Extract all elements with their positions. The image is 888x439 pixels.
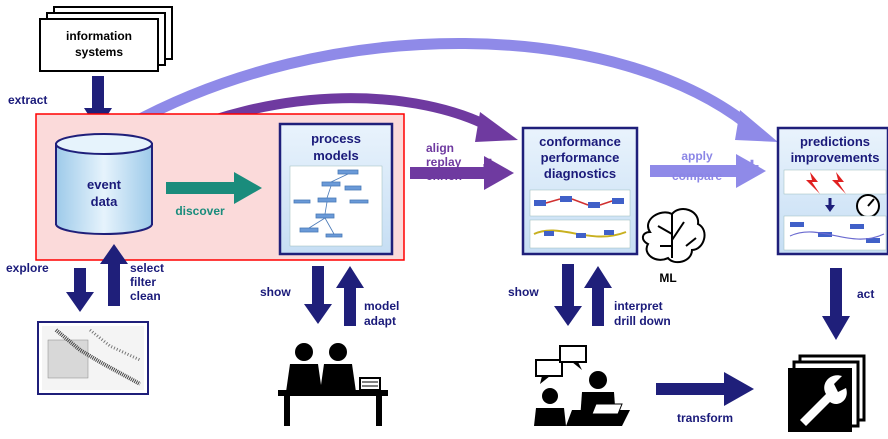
predictions-panel: predictions improvements [776,126,888,256]
lightning-icon [832,172,846,194]
plus-sign-1: + [482,150,497,180]
explore-arrow [66,268,94,312]
wrench-icon [788,354,866,432]
model-adapt-arrow [336,266,364,326]
curved-arrow-to-predictions [117,38,778,142]
brain-icon [642,208,706,264]
event-data-label-2: data [91,194,119,209]
interpret-label-2: drill down [614,314,671,328]
show-conformance-label: show [508,285,539,299]
select-label-2: filter [130,275,156,289]
event-data-label-1: event [87,177,122,192]
interpret-arrow [584,266,612,326]
act-arrow [822,268,850,340]
show-models-label: show [260,285,291,299]
act-label: act [857,287,874,301]
process-models-panel: process models [278,122,394,256]
apply-label-1: apply [681,149,713,163]
event-log-screenshot [37,321,149,395]
information-systems-label-2: systems [75,45,123,59]
predictions-title-2: improvements [791,150,880,165]
lightning-icon [806,172,820,194]
explore-label: explore [6,261,49,275]
show-conformance-arrow [554,264,582,326]
information-systems-label-1: information [66,29,132,43]
align-label-3: enrich [426,169,462,183]
align-label-2: replay [426,155,462,169]
apply-arrow [650,154,766,188]
model-adapt-label-2: adapt [364,314,396,328]
select-arrow [100,244,128,306]
extract-label: extract [8,93,47,107]
align-arrow [410,156,514,190]
show-models-arrow [304,266,332,324]
interpret-label-1: interpret [614,299,663,313]
discover-label: discover [175,204,225,218]
process-models-title-1: process [311,131,361,146]
model-adapt-label-1: model [364,299,399,313]
process-models-title-2: models [313,148,359,163]
select-label-1: select [130,261,164,275]
transform-label: transform [677,411,733,425]
conformance-title-2: performance [541,150,620,165]
conformance-title-1: conformance [539,134,621,149]
discussion-icon [534,345,630,426]
information-systems-stack: information systems [39,6,173,72]
speedometer-icon [856,194,880,218]
transform-arrow [656,372,754,406]
plus-sign-2: + [744,151,759,181]
discover-arrow [166,172,262,204]
ml-label: ML [659,271,676,285]
select-label-3: clean [130,289,161,303]
conformance-panel: conformance performance diagnostics [521,126,639,256]
align-label-1: align [426,141,454,155]
event-data-cylinder: event data [55,133,153,235]
people-at-table-icon [278,343,388,426]
apply-label-2: compare [672,169,722,183]
predictions-title-1: predictions [800,134,870,149]
conformance-title-3: diagnostics [544,166,616,181]
